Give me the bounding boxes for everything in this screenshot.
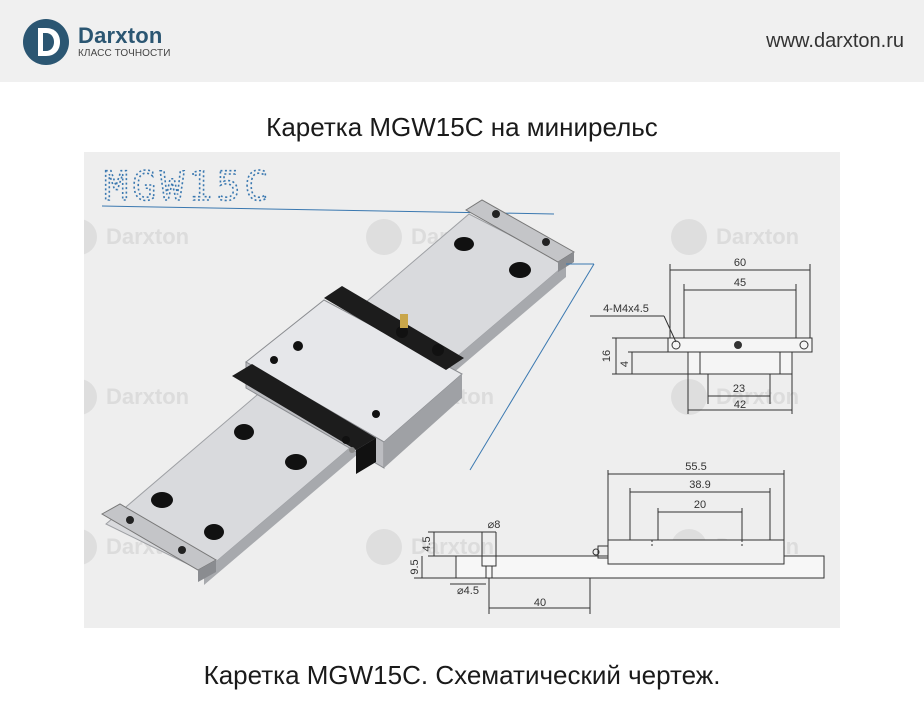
dim-4: 4 <box>619 361 631 367</box>
header-bar: Darxton КЛАСС ТОЧНОСТИ www.darxton.ru <box>0 0 924 82</box>
rail-end-top <box>465 199 575 272</box>
carriage-block <box>232 286 464 474</box>
darxton-logo-icon <box>23 19 69 65</box>
watermark-text: Darxton <box>411 534 494 559</box>
dim-60: 60 <box>734 257 746 269</box>
cross-section-dimensions: 60 45 4-M4x4.5 16 4 23 42 <box>601 257 746 411</box>
dim-42: 42 <box>734 399 746 411</box>
watermark-text: Darxton <box>106 224 189 249</box>
dim-dia-8: ⌀8 <box>488 519 501 531</box>
model-label: MGW15C <box>104 164 273 210</box>
dim-16: 16 <box>601 350 613 362</box>
dim-40: 40 <box>534 597 546 609</box>
rail-holes <box>151 237 531 540</box>
watermark-text: Darxton <box>106 384 189 409</box>
dim-hole-label: 4-M4x4.5 <box>603 303 649 315</box>
dim-38-9: 38.9 <box>689 479 710 491</box>
drawing-caption: Каретка MGW15C. Схематический чертеж. <box>203 660 721 690</box>
side-view-dimensions: 55.5 38.9 20 ⌀8 4.5 9.5 ⌀4.5 40 <box>409 461 711 609</box>
dim-dia-4-5: ⌀4.5 <box>457 585 479 597</box>
page-title: Каретка MGW15C на минирельс <box>266 112 658 142</box>
dim-4-5: 4.5 <box>421 536 433 551</box>
dim-9-5: 9.5 <box>409 559 421 574</box>
dim-23: 23 <box>733 383 745 395</box>
dim-55-5: 55.5 <box>685 461 706 473</box>
rail-end-bottom <box>100 503 218 582</box>
dim-20: 20 <box>694 499 706 511</box>
drawing-canvas: Darxton Darxton Darxton Darxton Darxton … <box>84 163 825 614</box>
brand-name: Darxton <box>78 23 163 48</box>
leader-line <box>469 263 595 471</box>
watermark-text: Darxton <box>716 224 799 249</box>
cross-section-drawing <box>590 264 813 414</box>
brand-tagline: КЛАСС ТОЧНОСТИ <box>78 48 171 59</box>
site-url-link[interactable]: www.darxton.ru <box>766 30 904 52</box>
brand-logo[interactable]: Darxton КЛАСС ТОЧНОСТИ <box>22 18 171 66</box>
side-view-drawing <box>414 470 825 614</box>
grease-nipple-icon <box>400 314 408 328</box>
product-drawing-panel: Darxton Darxton Darxton Darxton Darxton … <box>84 152 840 628</box>
dim-45: 45 <box>734 277 746 289</box>
